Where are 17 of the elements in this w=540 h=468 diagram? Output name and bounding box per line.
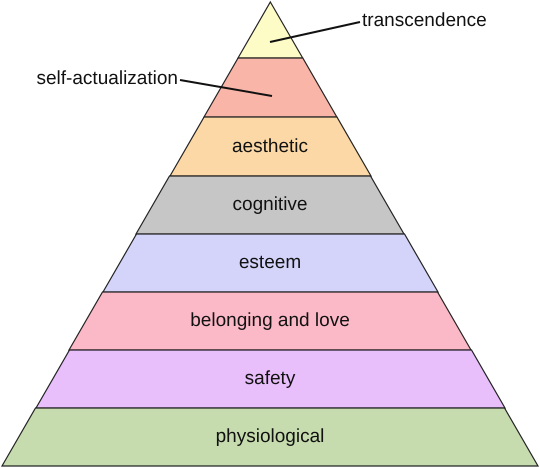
pyramid-tier <box>136 176 404 234</box>
pyramid-tier <box>170 117 370 176</box>
tier-label: esteem <box>238 251 302 275</box>
tier-label: physiological <box>214 425 326 449</box>
leader-label: self-actualization <box>36 68 178 90</box>
pyramid-tier <box>36 350 504 408</box>
tier-label: belonging and love <box>189 309 351 333</box>
pyramid-tier <box>102 234 438 292</box>
leader-line <box>270 21 360 43</box>
pyramid-tier <box>2 408 538 466</box>
leader-label: transcendence <box>362 10 487 32</box>
pyramid-tier <box>204 58 336 117</box>
pyramid-tier <box>69 292 471 350</box>
leader-line <box>180 79 272 97</box>
tier-label: aesthetic <box>230 135 310 159</box>
tier-label: safety <box>244 367 296 391</box>
tier-label: cognitive <box>232 193 308 217</box>
